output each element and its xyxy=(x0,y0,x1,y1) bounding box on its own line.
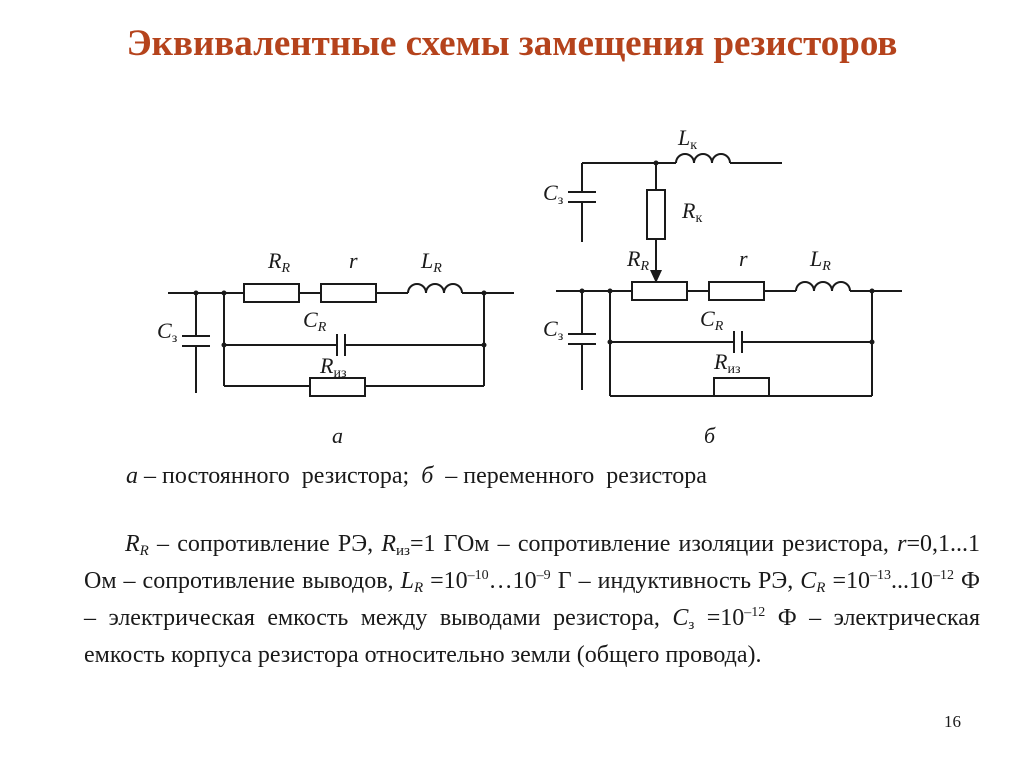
desc-text: …10 xyxy=(488,568,537,594)
circuit-b-label-Rk: Rк xyxy=(681,198,702,226)
caption-b-letter: б xyxy=(421,463,434,489)
desc-text: ...10 xyxy=(891,568,934,594)
sym-RR: RR xyxy=(124,531,149,559)
sym-CR: CR xyxy=(800,568,826,596)
sym-r: r xyxy=(897,531,907,557)
circuit-b xyxy=(556,153,902,397)
desc-text: =10 xyxy=(694,605,745,631)
circuit-a-dots xyxy=(193,290,487,348)
circuit-a-node xyxy=(221,290,227,296)
description-paragraph: RR – сопротивление РЭ, Rиз=1 ГОм – сопро… xyxy=(84,526,980,674)
circuit-a-label-Riz: Rиз xyxy=(319,353,347,381)
circuit-b-node xyxy=(607,288,613,294)
circuit-b-letter: б xyxy=(704,423,716,448)
desc-text: =10 xyxy=(825,568,871,594)
circuit-b-dots xyxy=(579,160,875,345)
circuit-b-node xyxy=(869,288,875,294)
exp: –12 xyxy=(933,568,955,583)
exp: –9 xyxy=(536,568,551,583)
circuit-a-node xyxy=(481,290,487,296)
circuit-b-resistor-Rk xyxy=(646,189,666,240)
caption-a-letter: а xyxy=(126,463,138,489)
circuit-a-resistor-RR xyxy=(243,283,300,303)
circuit-b-label-RR: RR xyxy=(626,246,649,274)
sym-Riz: R xyxy=(381,531,396,557)
circuit-a xyxy=(168,283,514,397)
circuit-b-label-r: r xyxy=(739,246,748,271)
circuit-b-inductor-LR xyxy=(795,281,851,292)
circuit-b-resistor-RR xyxy=(631,281,688,301)
circuit-b-label-Cz: Cз xyxy=(543,316,564,344)
circuit-a-labels: RR r LR CR Rиз Cз а xyxy=(157,248,442,448)
circuit-b-node xyxy=(653,160,659,166)
sym-LR: LR xyxy=(400,568,424,596)
desc-text: =1 ГОм – сопротивление изоляции резистор… xyxy=(409,531,898,557)
circuit-b-resistor-Riz xyxy=(713,377,770,397)
circuit-b-node xyxy=(607,339,613,345)
circuit-b-node xyxy=(869,339,875,345)
circuit-a-node xyxy=(193,290,199,296)
exp: –13 xyxy=(870,568,892,583)
sym-Cz: C xyxy=(672,605,689,631)
page-number: 16 xyxy=(944,712,961,731)
circuit-b-label-Cz-top: Cз xyxy=(543,180,564,208)
circuit-b-resistor-r xyxy=(708,281,765,301)
circuit-b-node xyxy=(579,288,585,294)
desc-text: Ф – электрическая емкость корпуса резист… xyxy=(84,605,981,668)
sym-Riz-sub: из xyxy=(395,543,410,559)
circuit-b-labels: Lк Rк Cз RR r LR CR Rиз Cз б xyxy=(543,125,831,448)
circuit-a-label-RR: RR xyxy=(267,248,290,276)
exp: –12 xyxy=(744,605,766,620)
diagram-caption: а – постоянного резистора; б – переменно… xyxy=(126,463,906,490)
desc-text: Г – индуктивность РЭ, xyxy=(550,568,801,594)
circuit-a-label-Cz: Cз xyxy=(157,318,178,346)
circuit-b-label-Riz: Rиз xyxy=(713,349,741,377)
circuit-b-inductor-Lk xyxy=(675,153,731,164)
slide-title: Эквивалентные схемы замещения резисторов xyxy=(126,23,898,64)
desc-text: =0,1...1 Ом – сопротивление выводов, xyxy=(84,531,980,594)
circuit-b-label-CR: CR xyxy=(700,306,724,334)
exp: –10 xyxy=(467,568,489,583)
desc-text: – сопротивление РЭ, xyxy=(148,531,382,557)
circuit-a-label-CR: CR xyxy=(303,307,327,335)
desc-text: =10 xyxy=(423,568,468,594)
circuit-a-resistor-r xyxy=(320,283,377,303)
circuit-a-inductor-LR xyxy=(407,283,463,294)
circuit-a-label-LR: LR xyxy=(420,248,442,276)
circuit-a-letter: а xyxy=(332,423,343,448)
circuit-a-node xyxy=(221,342,227,348)
circuit-b-label-LR: LR xyxy=(809,246,831,274)
circuit-b-wiper-arrow-icon xyxy=(650,270,662,283)
circuit-a-node xyxy=(481,342,487,348)
caption-a-text: – постоянного резистора; xyxy=(138,463,422,489)
desc-text: Ф – электрическая емкость между выводами… xyxy=(84,568,980,631)
caption-b-text: – переменного резистора xyxy=(433,463,707,489)
sym-Cz-sub: з xyxy=(688,617,695,633)
circuit-b-label-Lk: Lк xyxy=(677,125,697,153)
circuit-a-label-r: r xyxy=(349,248,358,273)
